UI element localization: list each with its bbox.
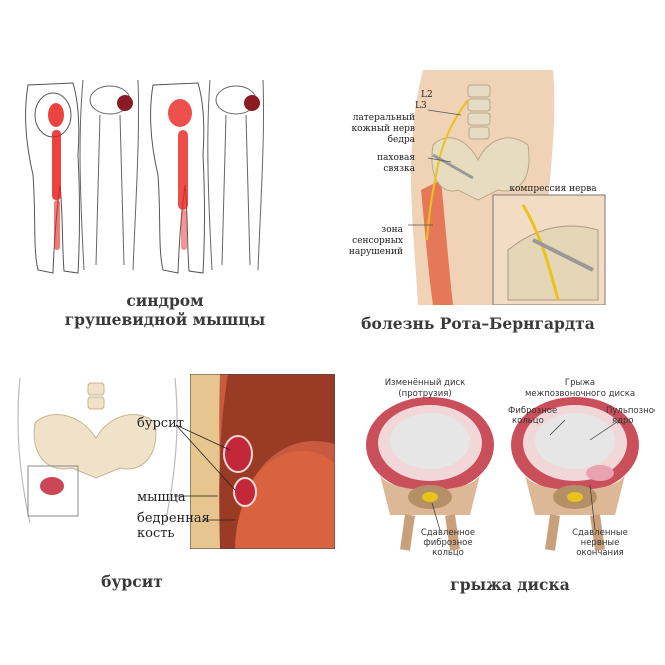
caption-line-2: грушевидной мышцы — [64, 310, 266, 329]
label-pulpous-1: Пульпозное — [606, 406, 655, 416]
inguinal-ligament — [432, 153, 474, 180]
label-nerve-3: окончания — [576, 548, 624, 558]
label-muscle: мышца — [137, 490, 186, 505]
hernia-panel: Изменённый диск (протрузия) Грыжа межпоз… — [350, 365, 665, 600]
label-changed-2: (протрузия) — [398, 389, 451, 399]
skeleton-1 — [79, 79, 140, 271]
label-femur-1: бедренная — [137, 511, 210, 526]
spine — [467, 84, 491, 140]
hernia-illustration: Изменённый диск (протрузия) Грыжа межпоз… — [350, 365, 655, 565]
hip-bursa-highlight — [40, 477, 64, 495]
label-nerve-2: кожный нерв — [352, 124, 416, 134]
label-hernia-1: Грыжа — [565, 378, 595, 388]
label-ring-2: фиброзное — [423, 538, 472, 548]
herniated-disc — [511, 397, 639, 551]
bursitis-leaders — [174, 424, 236, 521]
label-nerve-2: нервные — [581, 538, 620, 548]
bursitis-caption: бурсит — [101, 572, 163, 591]
label-pulpous-2: ядро — [612, 416, 634, 426]
skeleton-2 — [207, 79, 265, 271]
bursitis-panel: бурсит мышца бедренная кость бурсит — [0, 355, 335, 595]
label-hernia-2: межпозвоночного диска — [525, 389, 635, 399]
label-l2: L2 — [421, 90, 433, 100]
zoom-box — [27, 465, 79, 517]
label-fibrous-2: кольцо — [512, 416, 544, 426]
label-nerve-3: бедра — [388, 134, 416, 145]
label-zone-1: зона — [381, 225, 403, 235]
pain-zone-2 — [168, 99, 192, 250]
label-femur-2: кость — [137, 526, 175, 541]
bursa-1 — [223, 435, 253, 473]
label-l3: L3 — [415, 101, 427, 111]
label-fibrous-1: Фиброзное — [508, 406, 557, 416]
piriformis-illustration — [18, 75, 268, 280]
roth-bernhardt-illustration: L2 L3 латеральный кожный нерв бедра пахо… — [333, 70, 613, 305]
lateral-femoral-nerve — [426, 99, 469, 241]
bursitis-labels: бурсит мышца бедренная кость — [135, 415, 210, 545]
label-ring-3: кольцо — [432, 548, 464, 558]
label-zone-2: сенсорных — [352, 236, 403, 246]
label-ligament-1: паховая — [377, 153, 415, 163]
changed-disc — [366, 397, 494, 551]
label-changed-1: Изменённый диск — [385, 378, 466, 388]
roth-bernhardt-panel: L2 L3 латеральный кожный нерв бедра пахо… — [333, 0, 665, 340]
bursa-2 — [233, 477, 257, 507]
label-nerve-1: латеральный — [353, 113, 415, 123]
label-ligament-2: связка — [383, 164, 415, 174]
hips-outline — [17, 377, 178, 523]
bursitis-body-illustration — [10, 368, 185, 523]
piriformis-caption: синдром грушевидной мышцы — [40, 291, 290, 329]
label-ring-1: Сдавленное — [421, 528, 475, 538]
pelvis — [431, 137, 530, 201]
pain-zone-1 — [48, 103, 64, 250]
pelvis-skeleton — [33, 382, 157, 479]
caption-line-1: синдром — [126, 291, 204, 310]
label-zone-3: нарушений — [349, 247, 403, 257]
hernia-caption: грыжа диска — [450, 575, 570, 594]
label-bursa: бурсит — [137, 416, 184, 431]
label-compression: компрессия нерва — [509, 184, 597, 194]
roth-caption: болезнь Рота–Бернгардта — [361, 314, 595, 333]
piriformis-panel: синдром грушевидной мышцы — [0, 0, 330, 340]
label-nerve-1: Сдавленные — [572, 528, 628, 538]
